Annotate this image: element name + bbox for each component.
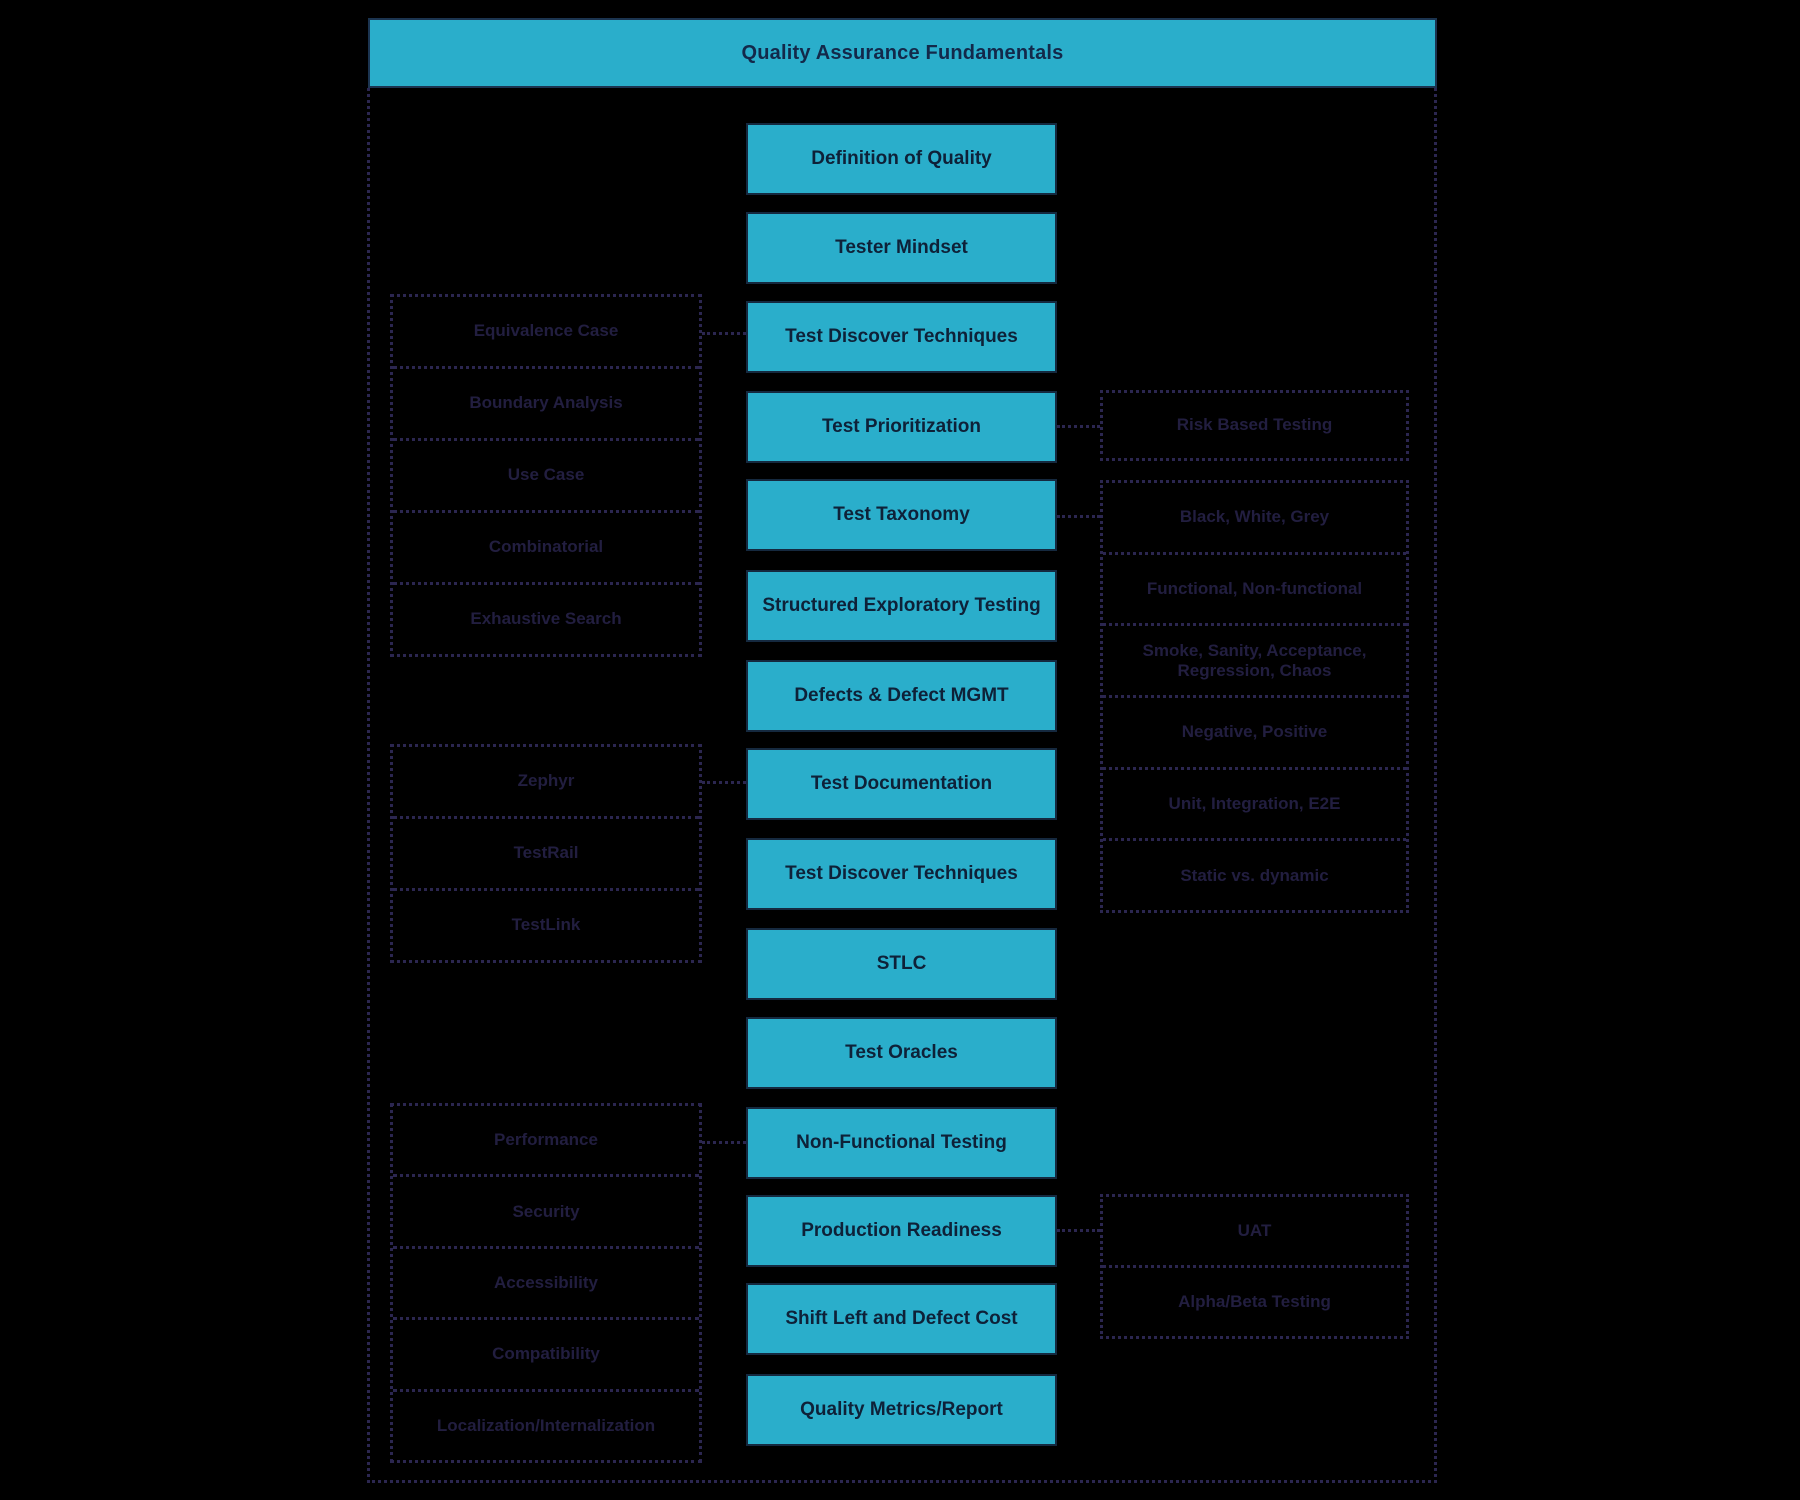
- node-tester-mindset[interactable]: Tester Mindset: [746, 212, 1057, 284]
- topic-unit-integration-e2e[interactable]: Unit, Integration, E2E: [1103, 766, 1406, 839]
- left-group-test-tools: Zephyr TestRail TestLink: [390, 744, 702, 963]
- node-structured-exploratory-testing[interactable]: Structured Exploratory Testing: [746, 570, 1057, 642]
- right-group-acceptance: UAT Alpha/Beta Testing: [1100, 1194, 1409, 1339]
- node-test-discover-techniques-1[interactable]: Test Discover Techniques: [746, 301, 1057, 373]
- node-test-discover-techniques-2[interactable]: Test Discover Techniques: [746, 838, 1057, 910]
- topic-label: TestRail: [513, 843, 579, 863]
- topic-localization-internalization[interactable]: Localization/Internalization: [393, 1388, 699, 1460]
- topic-label: Use Case: [507, 465, 585, 485]
- node-label: Test Discover Techniques: [785, 325, 1018, 347]
- connector-production-readiness-to-uat: [1057, 1229, 1100, 1232]
- topic-label: Static vs. dynamic: [1180, 865, 1329, 885]
- node-label: Non-Functional Testing: [796, 1131, 1007, 1153]
- node-test-documentation[interactable]: Test Documentation: [746, 748, 1057, 820]
- connector-performance-to-non-functional: [702, 1141, 746, 1144]
- topic-accessibility[interactable]: Accessibility: [393, 1245, 699, 1317]
- topic-label: Equivalence Case: [473, 321, 619, 341]
- topic-testrail[interactable]: TestRail: [393, 816, 699, 888]
- topic-label: Unit, Integration, E2E: [1168, 794, 1341, 813]
- topic-security[interactable]: Security: [393, 1174, 699, 1245]
- topic-risk-based-testing[interactable]: Risk Based Testing: [1103, 393, 1406, 458]
- topic-label: Alpha/Beta Testing: [1178, 1291, 1331, 1311]
- topic-use-case[interactable]: Use Case: [393, 438, 699, 510]
- topic-label: Compatibility: [492, 1344, 600, 1364]
- node-shift-left-and-defect-cost[interactable]: Shift Left and Defect Cost: [746, 1283, 1057, 1355]
- topic-smoke-sanity-acceptance-regression-chaos[interactable]: Smoke, Sanity, Acceptance, Regression, C…: [1103, 623, 1406, 695]
- topic-label: Accessibility: [494, 1272, 598, 1292]
- topic-label: Black, White, Grey: [1179, 507, 1330, 527]
- topic-black-white-grey[interactable]: Black, White, Grey: [1103, 483, 1406, 552]
- topic-label: TestLink: [511, 915, 581, 935]
- topic-label: Zephyr: [517, 771, 575, 791]
- page-title: Quality Assurance Fundamentals: [741, 41, 1064, 64]
- node-label: Test Documentation: [810, 772, 993, 794]
- node-label: Definition of Quality: [811, 147, 992, 169]
- node-production-readiness[interactable]: Production Readiness: [746, 1195, 1057, 1267]
- node-label: STLC: [876, 952, 927, 974]
- node-label: Test Taxonomy: [833, 503, 970, 525]
- topic-uat[interactable]: UAT: [1103, 1197, 1406, 1265]
- node-test-oracles[interactable]: Test Oracles: [746, 1017, 1057, 1089]
- topic-label: Localization/Internalization: [436, 1415, 656, 1435]
- topic-label: Security: [512, 1201, 580, 1221]
- right-group-prioritization: Risk Based Testing: [1100, 390, 1409, 461]
- topic-static-vs-dynamic[interactable]: Static vs. dynamic: [1103, 838, 1406, 910]
- roadmap-title-banner: Quality Assurance Fundamentals: [368, 18, 1437, 88]
- topic-performance[interactable]: Performance: [393, 1106, 699, 1174]
- topic-label: Exhaustive Search: [470, 609, 622, 629]
- node-label: Tester Mindset: [835, 236, 968, 258]
- node-label: Test Oracles: [845, 1041, 958, 1063]
- topic-label: Smoke, Sanity, Acceptance, Regression, C…: [1142, 640, 1367, 680]
- topic-label: Functional, Non-functional: [1146, 578, 1363, 598]
- topic-combinatorial[interactable]: Combinatorial: [393, 510, 699, 582]
- node-quality-metrics-report[interactable]: Quality Metrics/Report: [746, 1374, 1057, 1446]
- topic-label: Risk Based Testing: [1176, 415, 1333, 435]
- topic-label: Combinatorial: [488, 537, 604, 557]
- node-label: Structured Exploratory Testing: [762, 594, 1041, 616]
- left-group-non-functional: Performance Security Accessibility Compa…: [390, 1103, 702, 1463]
- topic-exhaustive-search[interactable]: Exhaustive Search: [393, 582, 699, 654]
- topic-label: UAT: [1237, 1220, 1272, 1240]
- topic-label: Boundary Analysis: [469, 393, 623, 413]
- topic-boundary-analysis[interactable]: Boundary Analysis: [393, 366, 699, 438]
- topic-compatibility[interactable]: Compatibility: [393, 1317, 699, 1388]
- connector-equivalence-to-test-discover: [702, 332, 746, 335]
- node-label: Test Prioritization: [821, 415, 982, 437]
- node-definition-of-quality[interactable]: Definition of Quality: [746, 123, 1057, 195]
- node-non-functional-testing[interactable]: Non-Functional Testing: [746, 1107, 1057, 1179]
- topic-alpha-beta-testing[interactable]: Alpha/Beta Testing: [1103, 1265, 1406, 1336]
- topic-label: Performance: [494, 1130, 598, 1150]
- node-label: Quality Metrics/Report: [800, 1398, 1003, 1420]
- right-group-taxonomy: Black, White, Grey Functional, Non-funct…: [1100, 480, 1409, 913]
- topic-label: Negative, Positive: [1181, 722, 1328, 742]
- node-label: Test Discover Techniques: [785, 862, 1018, 884]
- node-label: Defects & Defect MGMT: [794, 684, 1009, 706]
- topic-testlink[interactable]: TestLink: [393, 888, 699, 960]
- node-label: Production Readiness: [801, 1219, 1002, 1241]
- connector-zephyr-to-test-documentation: [702, 781, 746, 784]
- node-stlc[interactable]: STLC: [746, 928, 1057, 1000]
- node-test-taxonomy[interactable]: Test Taxonomy: [746, 479, 1057, 551]
- connector-taxonomy-to-black-white-grey: [1057, 515, 1100, 518]
- node-label: Shift Left and Defect Cost: [785, 1307, 1018, 1329]
- node-test-prioritization[interactable]: Test Prioritization: [746, 391, 1057, 463]
- outer-dashed-frame: [367, 88, 1437, 1483]
- node-defects-defect-mgmt[interactable]: Defects & Defect MGMT: [746, 660, 1057, 732]
- connector-prioritization-to-risk-based: [1057, 425, 1100, 428]
- topic-functional-non-functional[interactable]: Functional, Non-functional: [1103, 551, 1406, 624]
- left-group-test-design: Equivalence Case Boundary Analysis Use C…: [390, 294, 702, 657]
- topic-zephyr[interactable]: Zephyr: [393, 747, 699, 816]
- topic-equivalence-case[interactable]: Equivalence Case: [393, 297, 699, 366]
- topic-negative-positive[interactable]: Negative, Positive: [1103, 695, 1406, 767]
